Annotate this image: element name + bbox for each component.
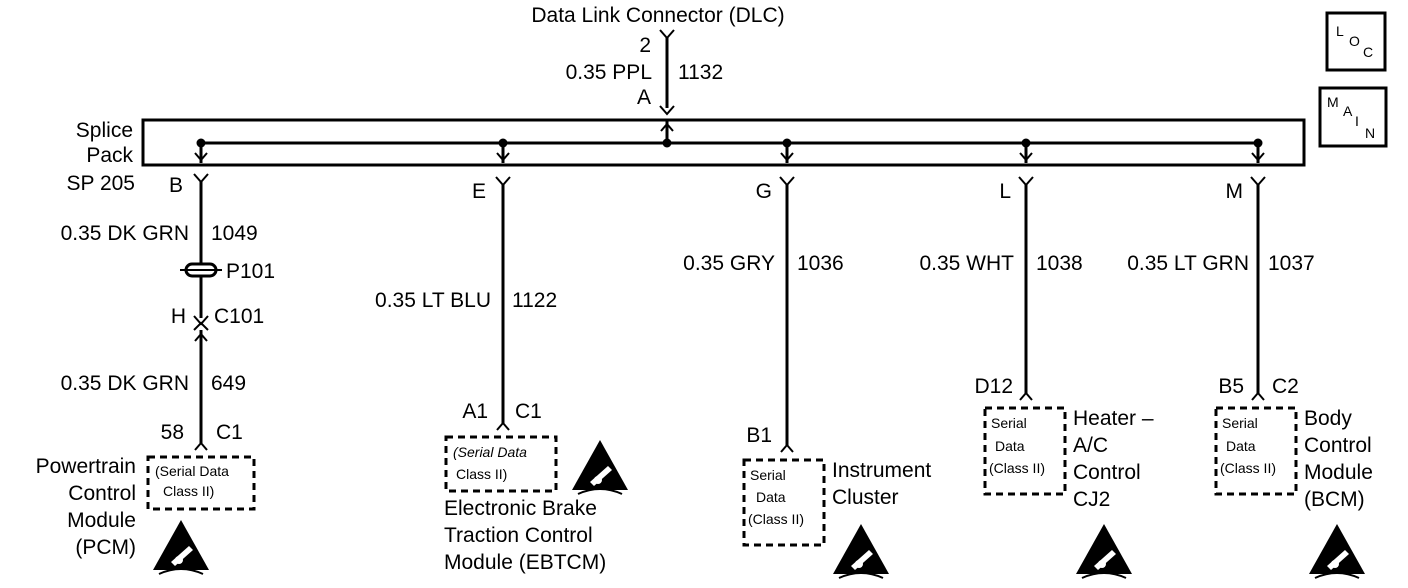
splice-label-id: SP 205: [66, 172, 135, 195]
dlc-connector-bottom: [659, 105, 675, 116]
pcm-wire1-circuit: 1049: [211, 222, 258, 245]
cluster-wire-color: 0.35 GRY: [683, 252, 775, 275]
svg-text:Serial: Serial: [991, 415, 1027, 431]
hvac-name-line1: Heater –: [1073, 407, 1154, 430]
c101-pin: H: [171, 305, 186, 328]
p101-label: P101: [226, 260, 275, 283]
pcm-esd-icon: [152, 519, 210, 575]
pcm-name-line4: (PCM): [75, 536, 136, 559]
main-tag: M A I N: [1318, 86, 1388, 148]
svg-text:(Serial Data: (Serial Data: [155, 463, 229, 479]
svg-text:M: M: [1327, 94, 1339, 110]
bcm-name-line3: Module: [1304, 461, 1373, 484]
ebtcm-module-conn: C1: [515, 400, 542, 423]
bcm-wire-circuit: 1037: [1268, 252, 1315, 275]
hvac-branch: L 0.35 WHT 1038 D12 Serial Data (Class I…: [919, 176, 1154, 579]
pcm-name-line2: Control: [68, 482, 136, 505]
pcm-name-line3: Module: [67, 509, 136, 532]
svg-text:Data: Data: [1226, 438, 1256, 454]
pcm-module-conn: C1: [216, 421, 243, 444]
svg-text:I: I: [1355, 113, 1359, 129]
hvac-wire-circuit: 1038: [1036, 252, 1083, 275]
location-tag: L O C: [1325, 11, 1387, 72]
hvac-wire-color: 0.35 WHT: [919, 252, 1014, 275]
p101-splice-symbol: [180, 262, 222, 278]
bcm-name-line1: Body: [1304, 407, 1352, 430]
hvac-name-line4: CJ2: [1073, 488, 1110, 511]
bcm-name-line4: (BCM): [1304, 488, 1365, 511]
bcm-module-conn: C2: [1272, 375, 1299, 398]
ebtcm-splice-pin: E: [472, 180, 486, 203]
pcm-branch: B 0.35 DK GRN 1049 P101 H C101 0.35 DK G…: [36, 173, 275, 575]
svg-text:C: C: [1363, 44, 1373, 60]
pcm-wire1-color: 0.35 DK GRN: [61, 222, 189, 245]
svg-text:N: N: [1365, 125, 1375, 141]
hvac-splice-pin: L: [999, 180, 1011, 203]
pcm-splice-pin: B: [169, 174, 183, 197]
svg-text:Data: Data: [756, 489, 786, 505]
bcm-wire-color: 0.35 LT GRN: [1127, 252, 1249, 275]
pcm-serial-data-box: [146, 455, 256, 511]
bcm-splice-pin: M: [1226, 180, 1244, 203]
ebtcm-wire-color: 0.35 LT BLU: [375, 289, 491, 312]
svg-text:O: O: [1349, 33, 1360, 49]
hvac-name-line3: Control: [1073, 461, 1141, 484]
splice-drops: [194, 143, 1265, 163]
bcm-module-pin: B5: [1218, 375, 1244, 398]
bcm-esd-icon: [1308, 523, 1366, 579]
dlc-pin-top: 2: [639, 34, 651, 57]
pcm-wire2-color: 0.35 DK GRN: [61, 372, 189, 395]
cluster-module-pin: B1: [746, 424, 772, 447]
ebtcm-branch: E 0.35 LT BLU 1122 A1 C1 (Serial Data Cl…: [375, 176, 629, 574]
dlc-title: Data Link Connector (DLC): [531, 4, 784, 27]
svg-text:Serial: Serial: [1222, 415, 1258, 431]
cluster-wire-circuit: 1036: [797, 252, 844, 275]
pcm-name-line1: Powertrain: [36, 455, 136, 478]
bcm-name-line2: Control: [1304, 434, 1372, 457]
svg-text:Class II): Class II): [163, 483, 214, 499]
bcm-serial-data-box: [1214, 406, 1298, 496]
cluster-serial-data-box: [742, 458, 826, 547]
ebtcm-esd-icon: [571, 439, 629, 495]
ebtcm-name-line2: Traction Control: [444, 524, 593, 547]
cluster-splice-pin: G: [756, 180, 772, 203]
ebtcm-name-line3: Module (EBTCM): [444, 551, 606, 574]
cluster-branch: G 0.35 GRY 1036 B1 Serial Data (Class II…: [683, 176, 931, 579]
ebtcm-module-pin: A1: [462, 400, 488, 423]
ebtcm-name-line1: Electronic Brake: [444, 497, 597, 520]
pcm-module-pin: 58: [161, 421, 184, 444]
svg-text:(Serial Data: (Serial Data: [453, 444, 527, 460]
hvac-esd-icon: [1075, 523, 1133, 579]
splice-label-line2: Pack: [86, 144, 133, 167]
cluster-esd-icon: [832, 523, 890, 579]
ebtcm-wire-circuit: 1122: [512, 289, 557, 312]
splice-label-line1: Splice: [76, 119, 133, 142]
c101-label: C101: [214, 305, 264, 328]
dlc-circuit-number: 1132: [678, 61, 723, 84]
dlc-connector-top: [659, 29, 675, 40]
svg-text:A: A: [1343, 103, 1353, 119]
bcm-branch: M 0.35 LT GRN 1037 B5 C2 Serial Data (Cl…: [1127, 176, 1373, 579]
svg-text:L: L: [1336, 23, 1344, 39]
svg-text:Class II): Class II): [456, 466, 507, 482]
cluster-name-line1: Instrument: [832, 459, 931, 482]
hvac-module-pin: D12: [974, 375, 1013, 398]
hvac-serial-data-box: [983, 406, 1067, 496]
svg-text:Data: Data: [995, 438, 1025, 454]
pcm-module-connector: [194, 441, 208, 451]
dlc-pin-bottom: A: [637, 86, 651, 109]
svg-text:(Class II): (Class II): [989, 460, 1045, 476]
svg-text:(Class II): (Class II): [748, 511, 804, 527]
ebtcm-serial-data-box: [444, 435, 558, 493]
svg-text:Serial: Serial: [750, 467, 786, 483]
cluster-name-line2: Cluster: [832, 486, 899, 509]
splice-pack-box: [141, 118, 1306, 167]
svg-text:(Class II): (Class II): [1220, 460, 1276, 476]
hvac-name-line2: A/C: [1073, 434, 1108, 457]
dlc-wire-color: 0.35 PPL: [566, 61, 652, 84]
pcm-wire2-circuit: 649: [211, 372, 246, 395]
